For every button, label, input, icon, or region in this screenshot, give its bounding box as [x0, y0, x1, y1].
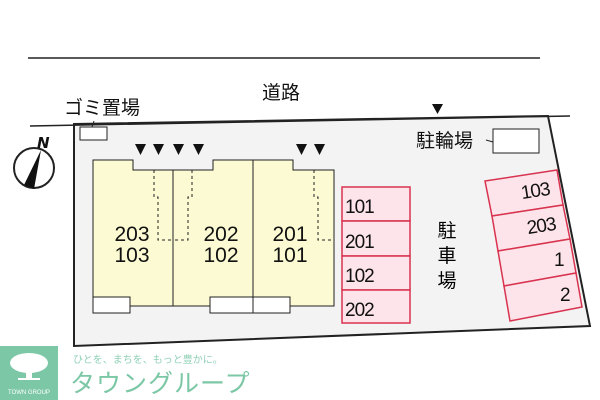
- entrance-triangle-icon: [193, 144, 204, 155]
- building-c-units: 201 101: [258, 224, 322, 266]
- parking-right-label: 1: [554, 250, 565, 271]
- parking-space: [503, 272, 583, 322]
- parking-space: [341, 255, 411, 291]
- logo-mark-text: TOWN GROUP: [8, 390, 50, 396]
- unit-box: [209, 296, 254, 314]
- bicycle-label: 駐輪場: [416, 130, 474, 152]
- parking-space: [341, 220, 411, 257]
- bicycle-box: [492, 128, 540, 154]
- unit-lower: 103: [114, 244, 150, 267]
- town-group-logo: TOWN GROUP: [0, 346, 58, 400]
- parking-left-label: 102: [345, 266, 375, 287]
- parking-right-label: 203: [525, 213, 558, 240]
- lot-front-line: [29, 115, 571, 127]
- building-a-units: 203 103: [100, 224, 164, 266]
- parking-label: 駐車場: [437, 220, 457, 292]
- compass-icon: [13, 147, 55, 189]
- garbage-label: ゴミ置場: [64, 97, 141, 119]
- bicycle-leader: [485, 139, 494, 143]
- parking-space: [341, 289, 411, 324]
- unit-upper: 202: [203, 223, 239, 246]
- parking-right-spaces: [484, 169, 583, 322]
- parking-left-label: 201: [345, 232, 375, 253]
- entrance-markers: [135, 104, 443, 155]
- entrance-triangle-icon: [153, 144, 164, 155]
- unit-lower: 102: [203, 244, 239, 267]
- parking-left-label: 202: [345, 300, 375, 321]
- entrance-triangle-icon: [135, 144, 146, 155]
- parking-left-label: 101: [345, 197, 375, 218]
- entrance-triangle-icon: [173, 144, 184, 155]
- building-b-units: 202 102: [189, 224, 253, 266]
- garbage-leader: [91, 120, 95, 128]
- garbage-box: [79, 126, 108, 141]
- tree-icon: [10, 353, 48, 380]
- unit-upper: 203: [114, 223, 150, 246]
- brand-name: タウングループ: [70, 369, 251, 398]
- unit-box: [252, 296, 291, 314]
- unit-lower: 101: [272, 244, 308, 267]
- entrance-triangle-icon: [296, 144, 307, 155]
- parking-right-label: 2: [560, 285, 571, 306]
- unit-upper: 201: [272, 223, 308, 246]
- unit-box: [92, 296, 131, 314]
- road-label: 道路: [262, 82, 301, 104]
- entrance-triangle-icon: [314, 144, 325, 155]
- slogan: ひとを、まちを、もっと豊かに。: [73, 355, 223, 366]
- parking-left-spaces: [341, 186, 411, 324]
- parking-right-label: 103: [519, 178, 552, 205]
- north-label: N: [37, 134, 50, 152]
- entrance-triangle-icon: [432, 104, 443, 114]
- stair-dashed-lines: [153, 170, 334, 241]
